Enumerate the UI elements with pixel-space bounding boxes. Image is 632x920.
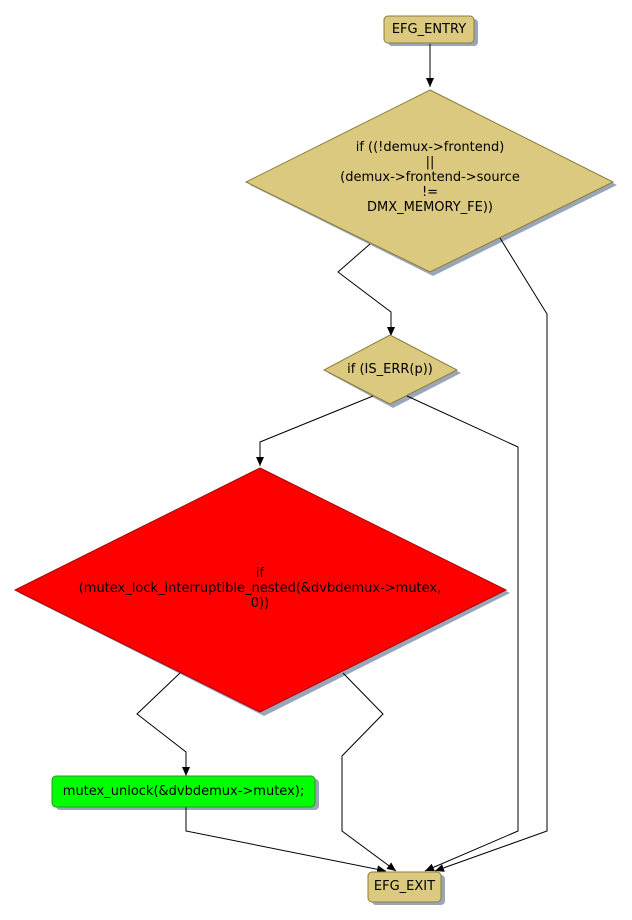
- node-entry-box[interactable]: [383, 15, 475, 44]
- node-is-err-diamond[interactable]: [322, 334, 459, 405]
- node-unlock-box[interactable]: [51, 775, 316, 808]
- edge-frontend-to-is-err: [337, 243, 395, 336]
- entry-label: EFG_ENTRY: [391, 22, 467, 37]
- edge-mutex-lock-to-exit: [341, 672, 397, 872]
- unlock-action-label: mutex_unlock(&dvbdemux->mutex);: [62, 784, 305, 799]
- node-mutex-lock-diamond[interactable]: [13, 467, 508, 713]
- exit-label: EFG_EXIT: [373, 879, 436, 894]
- node-exit-box[interactable]: [367, 871, 442, 903]
- node-frontend-diamond[interactable]: [244, 89, 615, 273]
- frontend-condition-label: if ((!demux->frontend) || (demux->fronte…: [340, 140, 520, 215]
- edge-mutex-lock-to-unlock: [136, 672, 190, 776]
- edges: [136, 44, 548, 874]
- edge-is-err-to-exit: [406, 395, 519, 872]
- is-err-condition-label: if (IS_ERR(p)): [347, 362, 433, 377]
- mutex-lock-condition-label: if (mutex_lock_interruptible_nested(&dvb…: [78, 566, 442, 611]
- edge-is-err-to-mutex-lock: [256, 395, 374, 466]
- edge-unlock-to-exit: [185, 806, 387, 874]
- edge-frontend-to-exit: [434, 237, 548, 872]
